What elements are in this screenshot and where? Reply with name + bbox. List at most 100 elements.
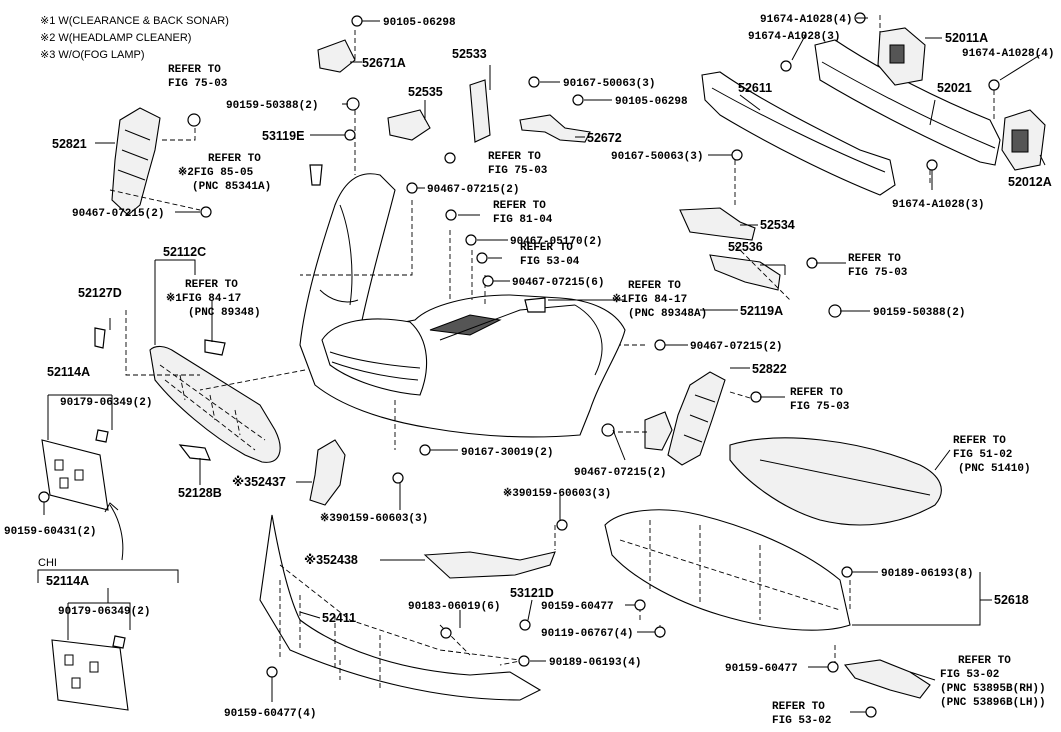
part-label: 53119E	[262, 129, 304, 143]
clip-icon	[406, 182, 418, 194]
part-label: 52533	[452, 47, 487, 61]
part-label: 91674-A1028(4)	[760, 14, 852, 26]
refer-line: REFER TO	[790, 387, 843, 399]
part-label: 90159-60477(4)	[224, 708, 316, 720]
clip-icon	[654, 339, 666, 351]
refer-line: FIG 75-03	[848, 267, 908, 279]
bolt-icon	[634, 599, 646, 611]
clip-icon	[344, 129, 356, 141]
refer-line: (PNC 51410)	[958, 463, 1031, 475]
refer-line: FIG 53-02	[940, 669, 999, 681]
bolt-icon	[988, 79, 1000, 91]
note-2: ※2 W(HEADLAMP CLEANER)	[40, 32, 191, 44]
mounts-drawing	[877, 27, 1046, 171]
license-bracket-drawing	[41, 429, 109, 511]
bolt-icon	[865, 706, 877, 718]
part-label: 52822	[752, 362, 787, 376]
part-label: 90119-06767(4)	[541, 628, 633, 640]
small-brackets-drawing	[317, 39, 591, 143]
chi-arrow-head	[104, 502, 119, 513]
bolt-icon	[654, 626, 666, 638]
bolt-icon	[38, 491, 50, 503]
clip-icon	[519, 619, 531, 631]
refer-line: (PNC 85341A)	[192, 181, 271, 193]
refer-line: REFER TO	[628, 280, 681, 292]
refer-line: REFER TO	[493, 200, 546, 212]
bolt-icon	[351, 15, 363, 27]
bolt-icon	[572, 94, 584, 106]
bolt-icon	[828, 304, 842, 318]
bulb-icon	[309, 164, 323, 186]
bolt-icon	[926, 159, 938, 171]
part-label: 52021	[937, 81, 972, 95]
clip-icon	[806, 257, 818, 269]
bolt-icon	[731, 149, 743, 161]
part-label: 90467-07215(6)	[512, 277, 604, 289]
refer-line: REFER TO	[168, 64, 221, 76]
part-label: ※352438	[304, 553, 358, 567]
refer-line: REFER TO	[208, 153, 261, 165]
part-label: 52011A	[945, 31, 988, 45]
part-label: ※352437	[232, 475, 286, 489]
part-label: ※390159-60603(3)	[320, 512, 428, 525]
clip-icon	[750, 391, 762, 403]
refer-line: ※1FIG 84-17	[166, 292, 241, 305]
part-label: 91674-A1028(4)	[962, 48, 1054, 60]
nut-icon	[346, 97, 360, 111]
clip-icon	[518, 655, 530, 667]
part-label: 52821	[52, 137, 87, 151]
refer-line: REFER TO	[953, 435, 1006, 447]
part-label: 52611	[738, 81, 772, 95]
refer-line: FIG 81-04	[493, 214, 553, 226]
clip-icon	[187, 113, 201, 127]
part-label: 52618	[994, 593, 1029, 607]
part-label: 52114A	[47, 365, 90, 379]
refer-line: FIG 53-02	[772, 715, 831, 727]
part-label: 52536	[728, 240, 763, 254]
clip-icon	[465, 234, 477, 246]
bolt-icon	[266, 666, 278, 678]
sensor-icon	[524, 297, 546, 313]
under-cover-52618-drawing	[604, 509, 851, 631]
clip-icon	[841, 566, 853, 578]
refer-line: REFER TO	[848, 253, 901, 265]
refer-line: FIG 75-03	[488, 165, 548, 177]
part-label: 52127D	[78, 286, 122, 300]
refer-line: (PNC 89348A)	[628, 308, 707, 320]
brackets-52534-52536-drawing	[679, 207, 781, 291]
part-label: 90467-07215(2)	[690, 341, 782, 353]
part-label: ※390159-60603(3)	[503, 487, 611, 500]
bracket-53895b-drawing	[843, 659, 931, 699]
part-label: 90159-60431(2)	[4, 526, 96, 538]
part-label: 90179-06349(2)	[60, 397, 152, 409]
chi-label: CHI	[38, 557, 57, 569]
bumper-cover-drawing	[299, 173, 626, 438]
bolt-icon	[528, 76, 540, 88]
refer-line: REFER TO	[185, 279, 238, 291]
part-label: 52671A	[362, 56, 406, 70]
reinforcement-52021-drawing	[814, 39, 1001, 166]
part-label: 90159-50388(2)	[226, 100, 318, 112]
part-label: 52534	[760, 218, 795, 232]
part-label: 52112C	[163, 245, 206, 259]
variant-notes: ※1 W(CLEARANCE & BACK SONAR) ※2 W(HEADLA…	[40, 15, 229, 61]
bolt-icon	[419, 444, 431, 456]
refer-labels: REFER TO FIG 75-03 REFER TO ※2FIG 85-05 …	[166, 64, 1046, 727]
part-label: 52411	[322, 611, 356, 625]
note-3: ※3 W/O(FOG LAMP)	[40, 49, 145, 61]
clip-icon	[445, 209, 457, 221]
refer-line: REFER TO	[488, 151, 541, 163]
leader-lines	[43, 17, 1046, 713]
nut-icon	[440, 627, 452, 639]
part-label: 52119A	[740, 304, 783, 318]
part-label: 52012A	[1008, 175, 1052, 189]
part-label: 52114A	[46, 574, 89, 588]
bracket-52822-drawing	[644, 371, 726, 466]
sensor-icon	[204, 339, 226, 356]
refer-line: FIG 51-02	[953, 449, 1012, 461]
refer-line: FIG 53-04	[520, 256, 580, 268]
part-label: 90167-30019(2)	[461, 447, 553, 459]
refer-line: (PNC 89348)	[188, 307, 261, 319]
refer-line: REFER TO	[958, 655, 1011, 667]
